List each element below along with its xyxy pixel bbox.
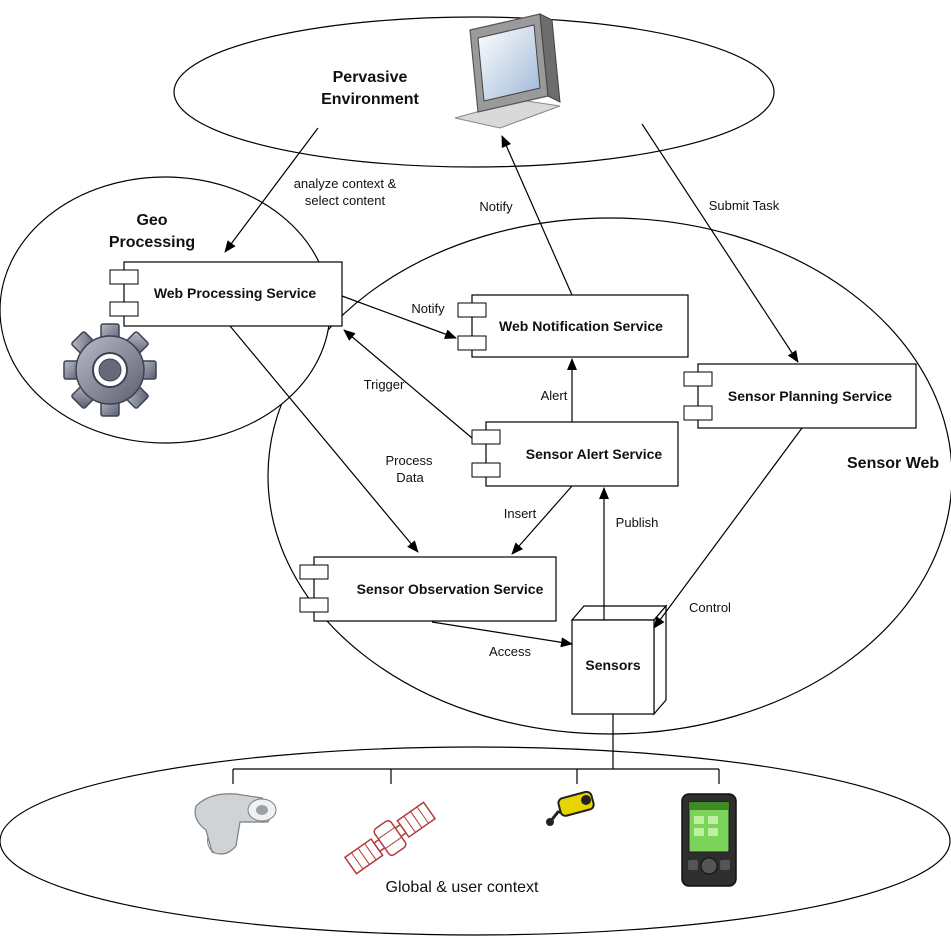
sensor-alert-service-label: Sensor Alert Service <box>526 446 663 462</box>
edge-label-trigger: Trigger <box>364 377 405 392</box>
arrow-insert <box>511 485 573 555</box>
web-processing-service-box: Web Processing Service <box>109 261 343 327</box>
edge-label-alert: Alert <box>541 388 568 403</box>
edge-label-notify-top: Notify <box>479 199 513 214</box>
global-context-ellipse <box>0 746 951 936</box>
sensor-observation-service-label: Sensor Observation Service <box>357 581 544 597</box>
web-processing-service-label: Web Processing Service <box>154 285 317 301</box>
arrow-analyze-context <box>224 127 319 253</box>
edge-label-notify-wns: Notify <box>411 301 445 316</box>
sensor-observation-service-box: Sensor Observation Service <box>299 556 557 622</box>
edge-label-analyze-1: analyze context & <box>294 176 397 191</box>
global-context-label: Global & user context <box>386 879 540 896</box>
gear-icon <box>63 323 157 417</box>
edge-label-access: Access <box>489 644 531 659</box>
sensors-box: Sensors <box>570 604 668 716</box>
edge-label-process-2: Data <box>396 470 424 485</box>
arrow-process-data <box>229 325 419 553</box>
arrow-access <box>431 621 573 648</box>
geo-label-1: Geo <box>136 212 167 229</box>
pervasive-environment-ellipse <box>173 16 775 168</box>
arrow-wps-notify-wns <box>341 295 457 339</box>
sensor-planning-service-box: Sensor Planning Service <box>683 363 917 429</box>
pervasive-label-2: Environment <box>321 91 419 108</box>
web-notification-service-box: Web Notification Service <box>457 294 689 358</box>
edge-label-analyze-2: select content <box>305 193 386 208</box>
edge-label-control: Control <box>689 600 731 615</box>
arrow-control <box>653 427 803 629</box>
webcam-icon <box>546 790 595 826</box>
arrow-notify-monitor <box>501 135 573 296</box>
web-notification-service-label: Web Notification Service <box>499 318 663 334</box>
sensor-alert-service-box: Sensor Alert Service <box>471 421 679 487</box>
sensors-label: Sensors <box>585 657 640 673</box>
sensor-device-bus <box>232 714 720 784</box>
arrow-submit-task <box>641 123 799 363</box>
pda-icon <box>681 793 737 887</box>
geo-label-2: Processing <box>109 234 195 251</box>
edge-label-submit-task: Submit Task <box>709 198 780 213</box>
sensor-web-label: Sensor Web <box>847 455 939 472</box>
satellite-icon <box>343 801 437 875</box>
arrow-trigger <box>343 329 473 439</box>
edge-label-insert: Insert <box>504 506 537 521</box>
sensor-web-ellipse <box>267 217 951 735</box>
pervasive-label-1: Pervasive <box>333 69 408 86</box>
edge-label-publish: Publish <box>616 515 659 530</box>
edge-label-process-1: Process <box>386 453 433 468</box>
monitor-icon <box>454 13 561 129</box>
sensor-planning-service-label: Sensor Planning Service <box>728 388 892 404</box>
sensor-device-icon <box>194 793 277 855</box>
